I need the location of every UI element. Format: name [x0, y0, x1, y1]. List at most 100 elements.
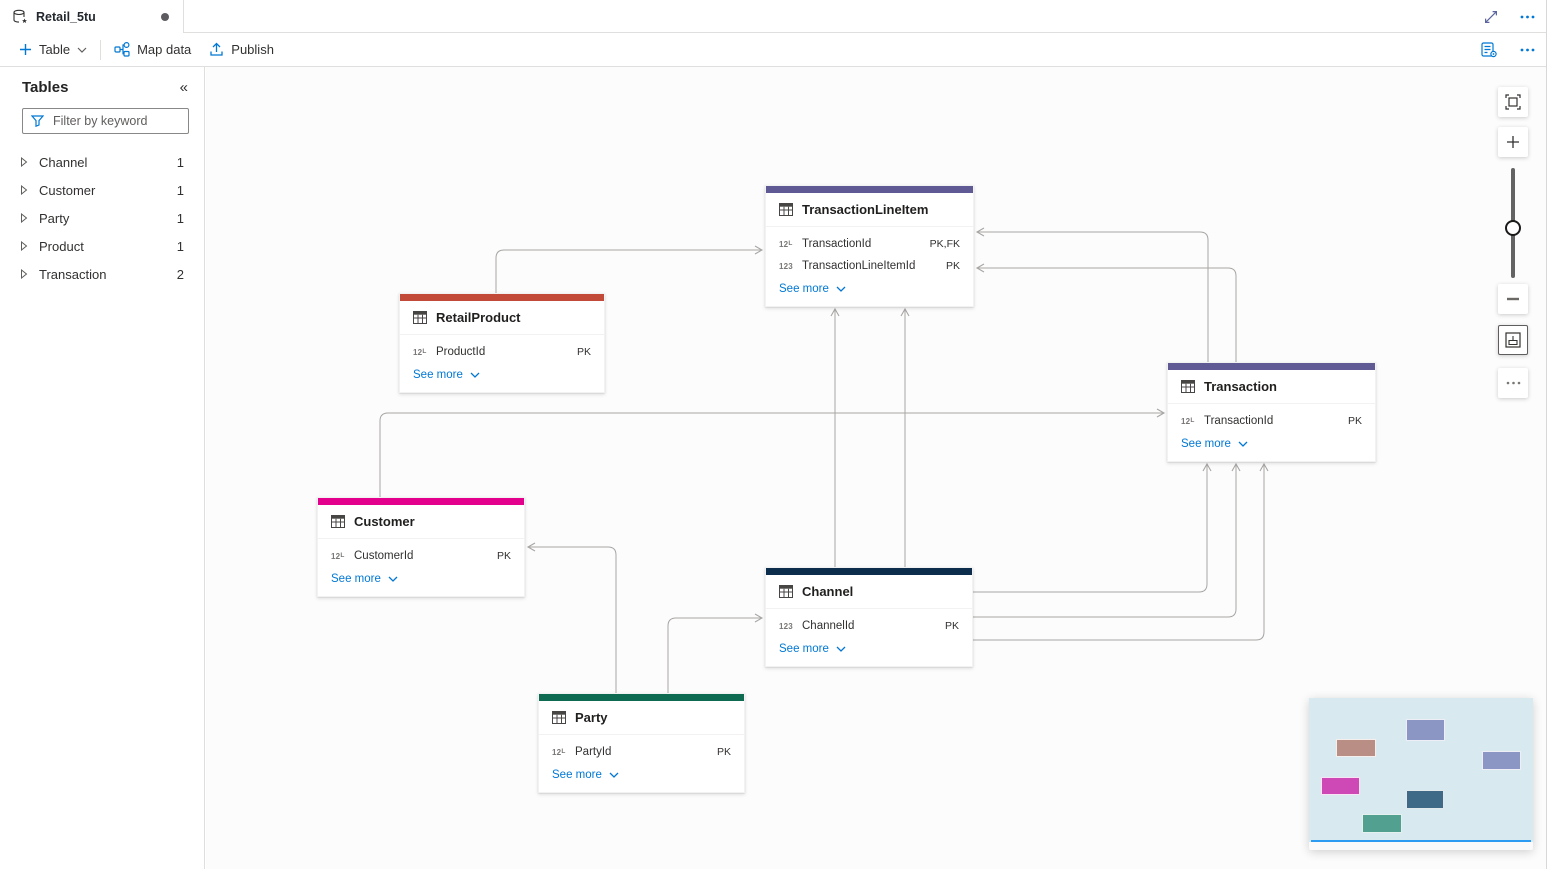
- field-name: TransactionLineItemId: [802, 260, 916, 272]
- chevron-right-icon[interactable]: [20, 269, 28, 279]
- publish-button[interactable]: Publish: [200, 33, 283, 66]
- chevron-down-icon: [388, 576, 398, 582]
- chevron-down-icon: [1238, 441, 1248, 447]
- publish-label: Publish: [231, 42, 274, 57]
- relationship-transaction-to-transactionlineitem[interactable]: [975, 227, 1209, 362]
- long-icon: 12L: [1181, 416, 1195, 426]
- field-name: TransactionId: [802, 238, 872, 250]
- minimap-entity-channel: [1406, 790, 1444, 809]
- see-more-link[interactable]: See more: [331, 567, 511, 591]
- minimap-toggle-button[interactable]: [1498, 325, 1528, 355]
- field-row-transactionid[interactable]: 12L TransactionId PK,FK: [779, 233, 960, 255]
- canvas-more-options-button[interactable]: [1498, 368, 1528, 398]
- map-data-label: Map data: [137, 42, 192, 57]
- fit-to-screen-button[interactable]: [1498, 87, 1528, 117]
- relationship-party-to-customer[interactable]: [526, 542, 617, 693]
- entity-title: Customer: [354, 514, 415, 529]
- table-name: Transaction: [39, 266, 107, 282]
- expand-diagonal-icon: [1485, 10, 1497, 23]
- add-table-button[interactable]: Table: [10, 33, 96, 66]
- entity-field-list: 12L TransactionId PK,FK 123 TransactionL…: [766, 227, 973, 306]
- map-data-button[interactable]: Map data: [105, 33, 200, 66]
- field-row-customerid[interactable]: 12L CustomerId PK: [331, 545, 511, 567]
- field-name: ProductId: [436, 346, 486, 358]
- filter-input[interactable]: [51, 113, 180, 129]
- field-row-productid[interactable]: 12L ProductId PK: [413, 341, 591, 363]
- chevron-right-icon[interactable]: [20, 241, 28, 251]
- chevron-down-icon: [836, 286, 846, 292]
- field-row-channelid[interactable]: 123 ChannelId PK: [779, 615, 959, 637]
- field-row-partyid[interactable]: 12L PartyId PK: [552, 741, 731, 763]
- chevron-right-icon[interactable]: [20, 213, 28, 223]
- entity-header: TransactionLineItem: [766, 193, 973, 227]
- see-more-label: See more: [1181, 438, 1231, 450]
- sidebar-table-transaction[interactable]: Transaction 2: [0, 260, 204, 288]
- see-more-label: See more: [413, 369, 463, 381]
- see-more-link[interactable]: See more: [1181, 432, 1362, 456]
- field-key-badge: PK: [496, 550, 511, 562]
- field-row-transactionlineitemid[interactable]: 123 TransactionLineItemId PK: [779, 255, 960, 277]
- tab-more-options-button[interactable]: [1516, 11, 1539, 23]
- see-more-link[interactable]: See more: [413, 363, 591, 387]
- entity-card-party[interactable]: Party 12L PartyId PK See more: [538, 693, 745, 793]
- entity-title: TransactionLineItem: [802, 202, 929, 217]
- integer-icon: 123: [779, 621, 793, 631]
- minimap[interactable]: [1309, 698, 1533, 850]
- entity-card-channel[interactable]: Channel 123 ChannelId PK See more: [765, 567, 973, 667]
- zoom-slider-track[interactable]: [1505, 168, 1521, 278]
- see-more-label: See more: [552, 769, 602, 781]
- relationship-customer-to-transaction[interactable]: [379, 408, 1166, 497]
- see-more-link[interactable]: See more: [779, 277, 960, 301]
- table-name: Channel: [39, 154, 88, 170]
- table-count: 1: [176, 182, 184, 198]
- field-name: CustomerId: [354, 550, 414, 562]
- see-more-label: See more: [779, 643, 829, 655]
- ellipsis-icon: [1520, 15, 1535, 18]
- chevron-right-icon[interactable]: [20, 157, 28, 167]
- add-table-label: Table: [39, 42, 71, 57]
- long-icon: 12L: [331, 551, 345, 561]
- relationship-transaction-to-transactionlineitem[interactable]: [975, 263, 1237, 362]
- relationship-channel-to-transaction[interactable]: [973, 462, 1212, 593]
- diagram-canvas[interactable]: TransactionLineItem 12L TransactionId PK…: [206, 67, 1547, 869]
- entity-header: Transaction: [1168, 370, 1375, 404]
- entity-card-transactionlineitem[interactable]: TransactionLineItem 12L TransactionId PK…: [765, 185, 974, 307]
- field-row-transactionid[interactable]: 12L TransactionId PK: [1181, 410, 1362, 432]
- zoom-in-button[interactable]: [1498, 127, 1528, 157]
- command-bar: Table Map data Publish: [0, 33, 1547, 67]
- table-icon: [1181, 380, 1195, 393]
- properties-button[interactable]: [1477, 38, 1502, 62]
- entity-card-transaction[interactable]: Transaction 12L TransactionId PK See mor…: [1167, 362, 1376, 462]
- canvas-controls: [1498, 87, 1528, 427]
- sidebar-table-party[interactable]: Party 1: [0, 204, 204, 232]
- entity-header: RetailProduct: [400, 301, 604, 335]
- tab-retail-5tu[interactable]: Retail_5tu: [0, 0, 184, 33]
- field-key-badge: PK: [945, 260, 960, 272]
- expand-editor-button[interactable]: [1480, 6, 1502, 28]
- table-icon: [413, 311, 427, 324]
- long-icon: 12L: [779, 239, 793, 249]
- field-key-badge: PK: [1347, 415, 1362, 427]
- entity-card-retailproduct[interactable]: RetailProduct 12L ProductId PK See more: [399, 293, 605, 393]
- minimap-icon: [1505, 332, 1521, 348]
- relationship-retailproduct-to-transactionlineitem[interactable]: [495, 245, 764, 293]
- chevron-right-icon[interactable]: [20, 185, 28, 195]
- entity-field-list: 123 ChannelId PK See more: [766, 609, 972, 666]
- sidebar-table-product[interactable]: Product 1: [0, 232, 204, 260]
- relationship-party-to-channel[interactable]: [667, 613, 764, 693]
- zoom-out-button[interactable]: [1498, 284, 1528, 314]
- relationship-channel-to-transaction[interactable]: [973, 462, 1269, 641]
- minus-icon: [1507, 297, 1519, 301]
- sidebar-table-customer[interactable]: Customer 1: [0, 176, 204, 204]
- see-more-link[interactable]: See more: [552, 763, 731, 787]
- long-icon: 12L: [552, 747, 566, 757]
- see-more-link[interactable]: See more: [779, 637, 959, 661]
- collapse-panel-button[interactable]: «: [178, 79, 190, 96]
- entity-color-bar: [318, 498, 524, 505]
- toolbar-more-options-button[interactable]: [1516, 44, 1539, 56]
- entity-card-customer[interactable]: Customer 12L CustomerId PK See more: [317, 497, 525, 597]
- sidebar-table-channel[interactable]: Channel 1: [0, 148, 204, 176]
- relationship-channel-to-transaction[interactable]: [973, 462, 1241, 618]
- zoom-slider-handle[interactable]: [1505, 220, 1521, 236]
- entity-title: Transaction: [1204, 379, 1277, 394]
